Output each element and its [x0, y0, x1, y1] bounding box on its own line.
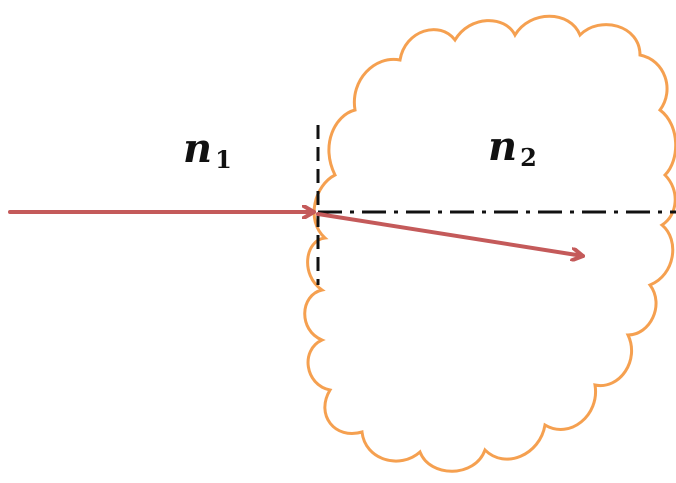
- medium-2-symbol: n: [488, 123, 517, 170]
- refracted-ray: [316, 212, 585, 256]
- medium-2-subscript: 2: [520, 143, 537, 172]
- medium-2-cloud-outline: [303, 14, 676, 473]
- medium-1-symbol: n: [183, 125, 212, 172]
- medium-1-subscript: 1: [215, 145, 232, 174]
